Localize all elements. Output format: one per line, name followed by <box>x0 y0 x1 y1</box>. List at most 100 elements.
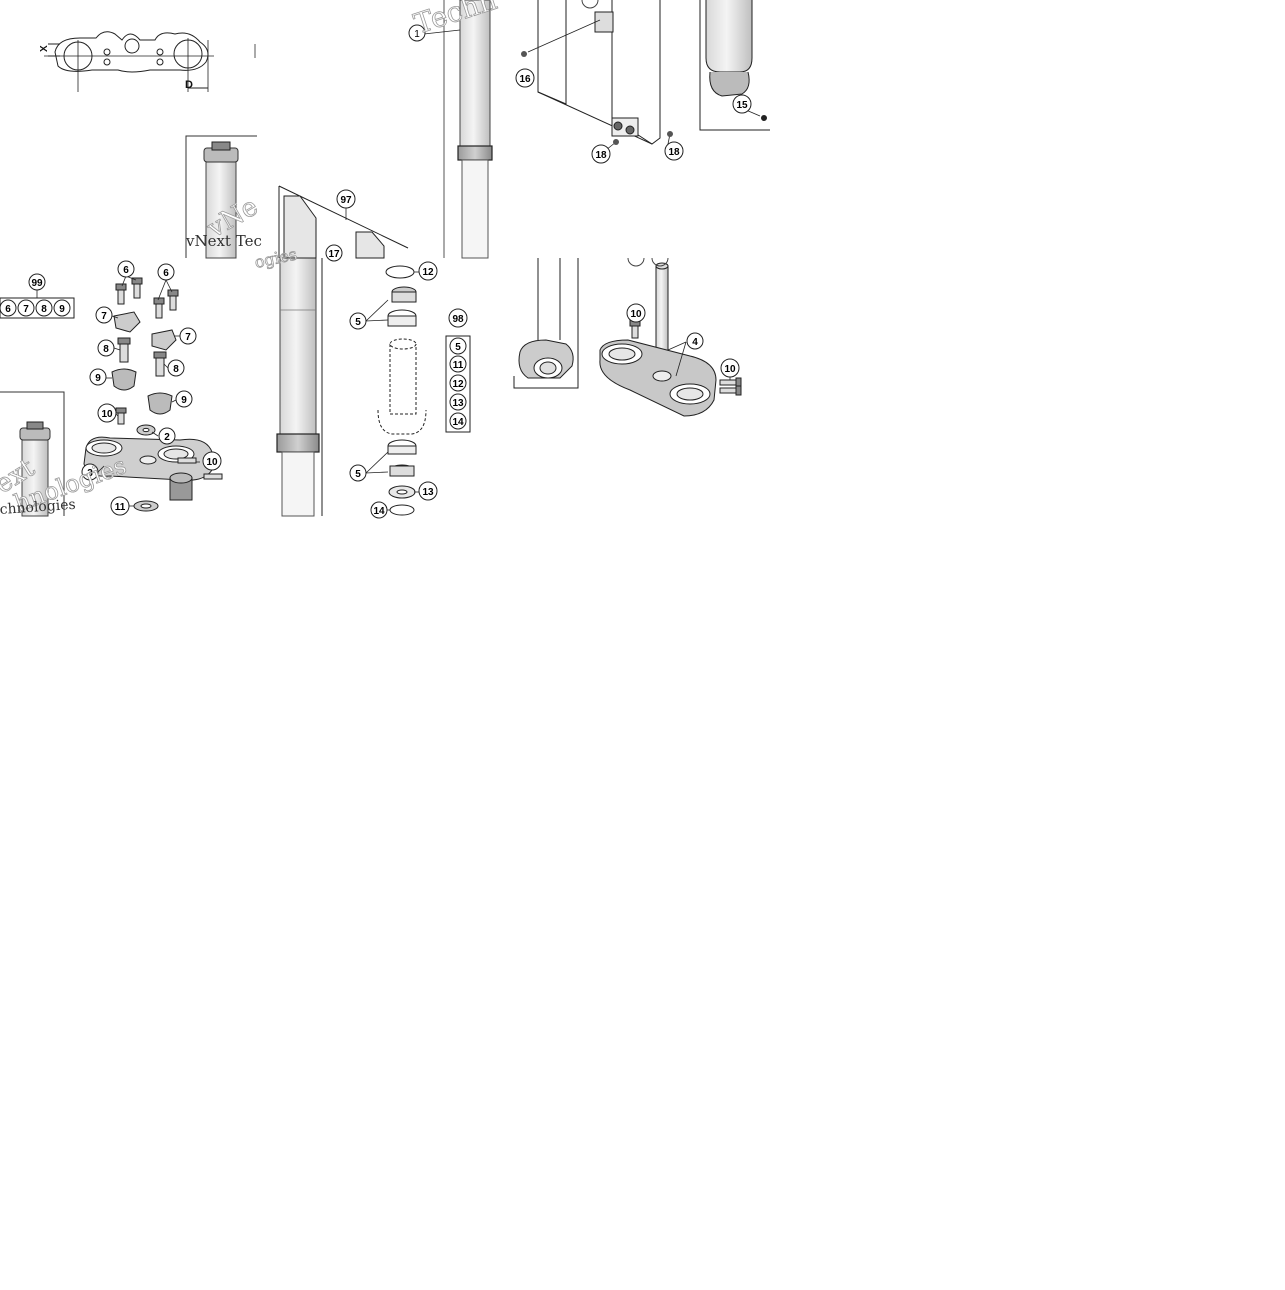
svg-text:9: 9 <box>181 395 187 406</box>
callout-bubbles: 1 16 15 18 18 97 17 12 5 98 5 11 12 13 1… <box>0 24 752 519</box>
svg-text:11: 11 <box>453 360 464 371</box>
callout-6-kit: 6 <box>0 299 17 317</box>
callout-10-right: 10 <box>720 358 740 378</box>
svg-text:10: 10 <box>724 364 736 375</box>
svg-text:10: 10 <box>630 309 642 320</box>
callout-18-left: 18 <box>591 144 611 164</box>
svg-text:7: 7 <box>185 332 191 343</box>
svg-text:11: 11 <box>115 502 126 513</box>
screw-icon <box>667 131 673 137</box>
svg-text:9: 9 <box>95 373 101 384</box>
callout-97: 97 <box>336 189 356 209</box>
callout-13-bottom: 13 <box>418 481 438 501</box>
fork-tube-main <box>443 0 493 259</box>
callout-10-stem: 10 <box>626 303 646 323</box>
callout-17: 17 <box>325 244 343 262</box>
svg-text:8: 8 <box>173 364 179 375</box>
callout-5-bottom: 5 <box>349 464 367 482</box>
callout-11-bottom: 11 <box>110 496 130 516</box>
fork-leg-inset-frame <box>185 135 257 258</box>
fork-bottom-box <box>513 258 579 389</box>
watermark-chnologies: chnologies <box>0 497 76 518</box>
callout-8-left: 8 <box>97 339 115 357</box>
kit-98-box <box>445 335 471 433</box>
svg-text:9: 9 <box>59 304 65 315</box>
callout-7-kit: 7 <box>17 299 35 317</box>
svg-text:98: 98 <box>452 314 464 325</box>
callout-9-kit: 9 <box>53 299 71 317</box>
svg-text:6: 6 <box>163 268 169 279</box>
dimension-x-label: X <box>39 45 50 52</box>
callout-14-kit: 14 <box>449 412 467 430</box>
callout-11-kit: 11 <box>449 355 467 373</box>
callout-6-left: 6 <box>117 260 135 278</box>
svg-text:2: 2 <box>164 432 170 443</box>
svg-text:7: 7 <box>23 304 29 315</box>
callout-9-right: 9 <box>175 390 193 408</box>
fork-leg-inset-lower <box>0 391 65 517</box>
callout-9-left: 9 <box>89 368 107 386</box>
callout-18-right: 18 <box>664 141 684 161</box>
svg-text:13: 13 <box>452 398 464 409</box>
svg-text:7: 7 <box>101 311 107 322</box>
callout-13-kit: 13 <box>449 393 467 411</box>
triple-clamp-dimension-sketch <box>44 31 256 92</box>
svg-text:5: 5 <box>355 317 361 328</box>
svg-text:6: 6 <box>123 265 129 276</box>
svg-text:15: 15 <box>736 100 748 111</box>
svg-text:3: 3 <box>87 468 93 479</box>
svg-text:18: 18 <box>595 150 607 161</box>
fork-guard-top <box>537 0 770 145</box>
svg-text:14: 14 <box>452 417 464 428</box>
clamp-bolts-and-caps <box>111 277 179 436</box>
fork-leg-inset <box>203 141 239 259</box>
callout-98: 98 <box>448 308 468 328</box>
callout-6-right: 6 <box>157 263 175 281</box>
callout-5-top: 5 <box>349 312 367 330</box>
lower-triple-clamp <box>83 436 223 512</box>
svg-text:12: 12 <box>422 267 434 278</box>
fork-guard-kit-97 <box>278 185 409 516</box>
callout-3: 3 <box>81 463 99 481</box>
svg-text:6: 6 <box>5 304 11 315</box>
svg-text:18: 18 <box>668 147 680 158</box>
svg-text:12: 12 <box>452 379 464 390</box>
watermark-vnext-tec: vNext Tec <box>185 232 262 250</box>
callout-14-bottom: 14 <box>370 501 388 519</box>
watermark-dark-text: vNext Tec chnologies <box>0 232 262 518</box>
callout-99: 99 <box>28 273 46 291</box>
callout-4: 4 <box>686 332 704 350</box>
svg-text:13: 13 <box>422 487 434 498</box>
svg-text:99: 99 <box>31 278 43 289</box>
svg-text:4: 4 <box>692 337 698 348</box>
svg-text:10: 10 <box>206 457 218 468</box>
callout-12-top: 12 <box>418 261 438 281</box>
callout-10-clamp: 10 <box>202 451 222 471</box>
svg-text:1: 1 <box>414 29 420 40</box>
svg-text:97: 97 <box>340 195 352 206</box>
callout-12-kit: 12 <box>449 374 467 392</box>
screw-icon <box>521 51 527 57</box>
upper-triple-clamp <box>599 262 742 417</box>
svg-text:8: 8 <box>103 344 109 355</box>
svg-text:5: 5 <box>355 469 361 480</box>
callout-1: 1 <box>408 24 426 42</box>
kit-99-box <box>0 290 75 319</box>
callout-2: 2 <box>158 427 176 445</box>
callout-7-right: 7 <box>179 327 197 345</box>
callout-15: 15 <box>732 94 752 114</box>
fork-tube-secondary <box>276 257 320 517</box>
svg-text:8: 8 <box>41 304 47 315</box>
dimension-d-label: D <box>185 79 193 91</box>
screw-icon <box>613 139 619 145</box>
svg-text:14: 14 <box>373 506 385 517</box>
cut-off-callouts <box>581 0 669 267</box>
screw-icon <box>761 115 767 121</box>
steering-bearing-stack <box>377 265 427 516</box>
callout-8-kit: 8 <box>35 299 53 317</box>
callout-16: 16 <box>515 68 535 88</box>
callout-5-kit: 5 <box>449 337 467 355</box>
svg-text:10: 10 <box>101 409 113 420</box>
